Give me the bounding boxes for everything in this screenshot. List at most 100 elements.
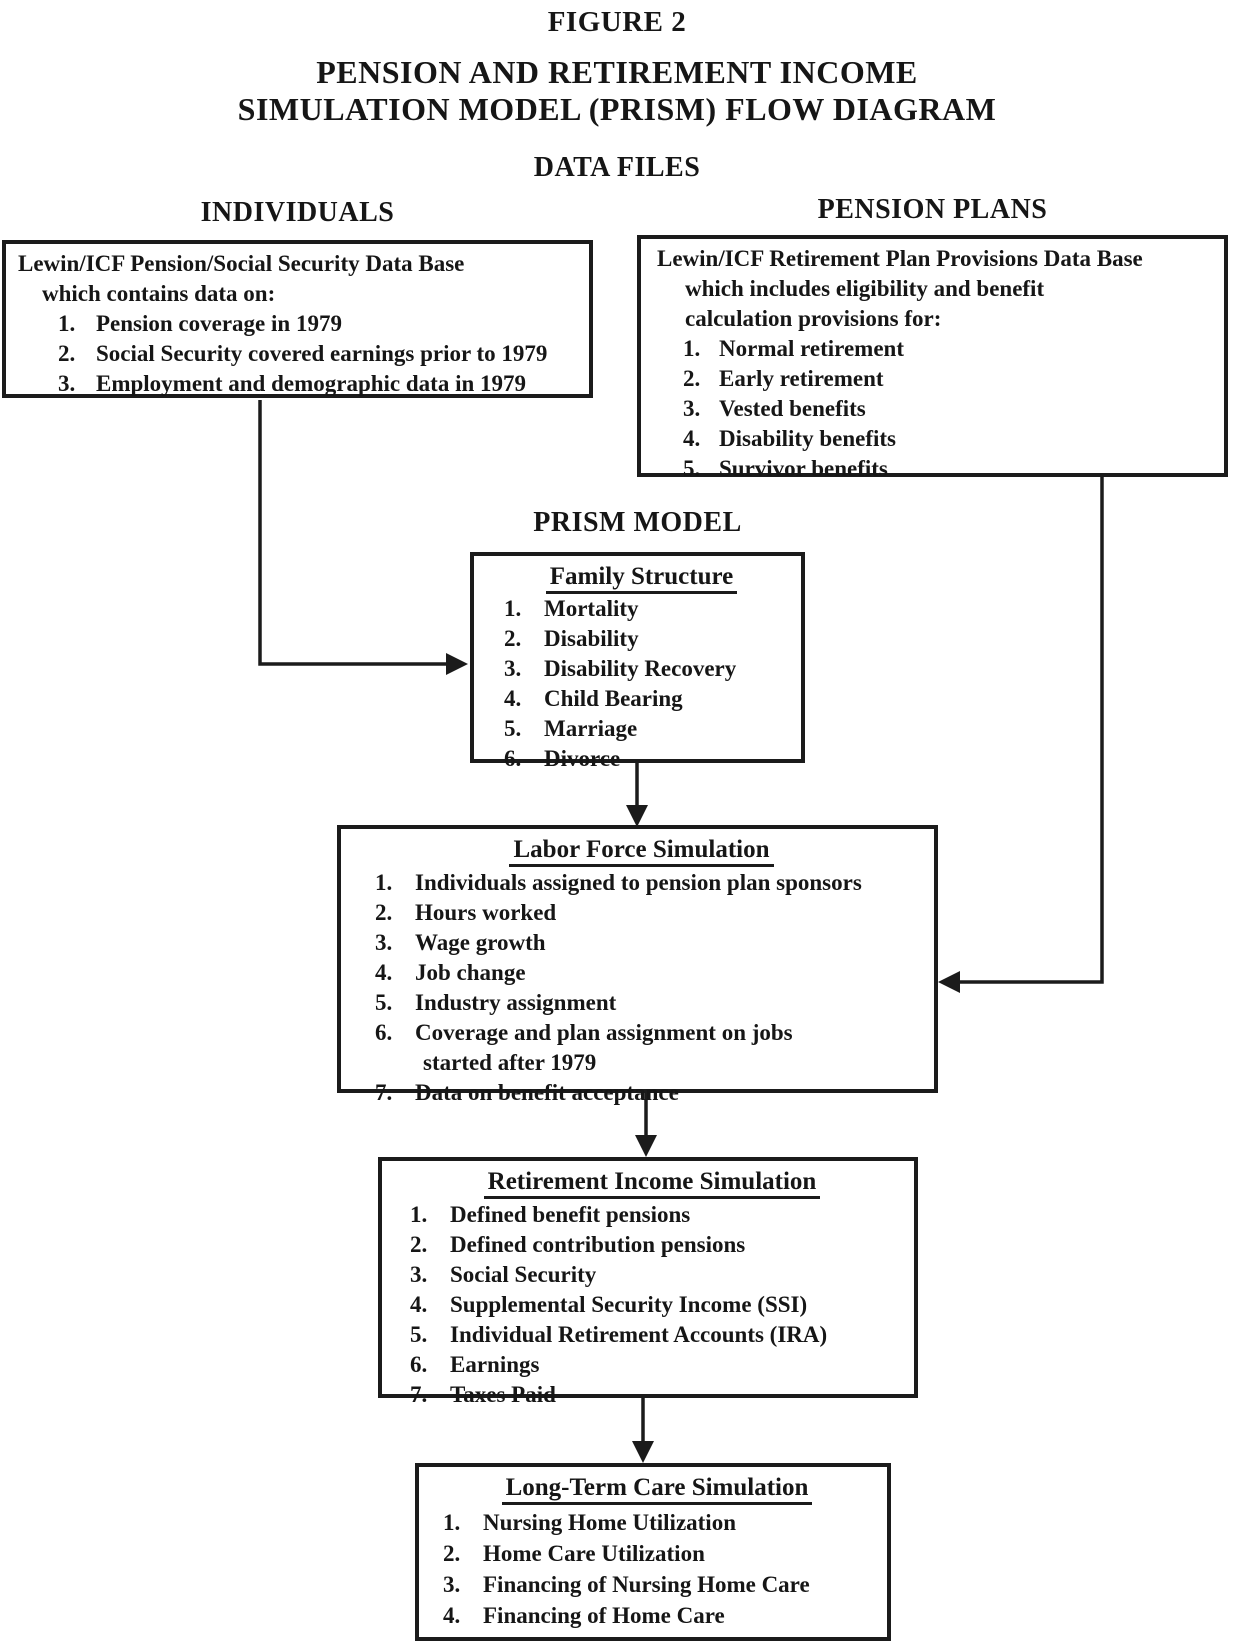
list-item: 4. Child Bearing bbox=[486, 684, 797, 714]
item-number: 4. bbox=[683, 426, 701, 451]
arrowhead-down-icon bbox=[626, 805, 648, 827]
item-number: 4. bbox=[410, 1292, 428, 1317]
list-item: 4.Job change bbox=[353, 958, 930, 988]
list-item-continuation: started after 1979 bbox=[423, 1050, 597, 1075]
item-number: 3. bbox=[504, 656, 522, 681]
list-item: 1. Nursing Home Utilization bbox=[431, 1507, 883, 1538]
pension-box-line2: which includes eligibility and benefit bbox=[685, 276, 1045, 301]
list-item: 2. Defined contribution pensions bbox=[394, 1230, 910, 1260]
item-number: 7. bbox=[375, 1080, 393, 1105]
item-text: Supplemental Security Income (SSI) bbox=[450, 1292, 808, 1317]
item-text: Job change bbox=[415, 960, 526, 985]
item-text: Employment and demographic data in 1979 bbox=[96, 371, 527, 396]
list-item: 3. Wage growth bbox=[353, 928, 930, 958]
box-title-text: Retirement Income Simulation bbox=[483, 1168, 821, 1199]
item-text: Normal retirement bbox=[719, 336, 904, 361]
item-text: Data on benefit acceptance bbox=[415, 1080, 679, 1105]
item-number: 1. bbox=[375, 870, 393, 895]
item-text: Taxes Paid bbox=[450, 1382, 556, 1407]
item-text: Social Security covered earnings prior t… bbox=[96, 341, 548, 366]
list-item: 4. Disability benefits bbox=[657, 424, 1220, 454]
list-item: 2. Hours worked bbox=[353, 898, 930, 928]
item-number: 2. bbox=[443, 1541, 461, 1566]
list-item: 5.Survivor benefits bbox=[657, 454, 1220, 484]
item-number: 3. bbox=[443, 1572, 461, 1597]
item-text: Survivor benefits bbox=[719, 456, 888, 481]
item-text: Coverage and plan assignment on jobs bbox=[415, 1020, 793, 1045]
item-text: Marriage bbox=[544, 716, 638, 741]
item-number: 7. bbox=[410, 1382, 428, 1407]
item-text: Defined benefit pensions bbox=[450, 1202, 691, 1227]
item-text: Child Bearing bbox=[544, 686, 683, 711]
item-text: Defined contribution pensions bbox=[450, 1232, 746, 1257]
pension-box-line3: calculation provisions for: bbox=[685, 306, 942, 331]
list-item: 5. Marriage bbox=[486, 714, 797, 744]
list-item: 5.Individual Retirement Accounts (IRA) bbox=[394, 1320, 910, 1350]
long-term-care-simulation-box: Long-Term Care Simulation 1. Nursing Home… bbox=[415, 1463, 891, 1641]
list-item: 6. Earnings bbox=[394, 1350, 910, 1380]
item-text: Social Security bbox=[450, 1262, 597, 1287]
item-number: 3. bbox=[410, 1262, 428, 1287]
list-item: 1. Pension coverage in 1979 bbox=[18, 309, 585, 339]
item-number: 2. bbox=[375, 900, 393, 925]
arrow-pension-to-labor bbox=[954, 477, 1104, 984]
list-item: 6.Divorce bbox=[486, 744, 797, 774]
item-text: Financing of Home Care bbox=[483, 1603, 725, 1628]
list-item: 3.Financing of Nursing Home Care bbox=[431, 1569, 883, 1600]
item-number: 6. bbox=[375, 1020, 393, 1045]
item-number: 6. bbox=[410, 1352, 428, 1377]
item-number: 3. bbox=[683, 396, 701, 421]
item-text: Disability benefits bbox=[719, 426, 896, 451]
item-text: Vested benefits bbox=[719, 396, 866, 421]
item-text: Disability Recovery bbox=[544, 656, 737, 681]
item-number: 6. bbox=[504, 746, 522, 771]
item-number: 5. bbox=[375, 990, 393, 1015]
long-term-care-title: Long-Term Care Simulation bbox=[431, 1472, 883, 1505]
item-text: Earnings bbox=[450, 1352, 540, 1377]
item-text: Early retirement bbox=[719, 366, 884, 391]
list-item: 4.Financing of Home Care bbox=[431, 1600, 883, 1631]
page-title-line1: PENSION AND RETIREMENT INCOME bbox=[316, 54, 918, 90]
list-item: 3. Social Security bbox=[394, 1260, 910, 1290]
item-number: 5. bbox=[504, 716, 522, 741]
list-item: 5. Industry assignment bbox=[353, 988, 930, 1018]
box-title-text: Long-Term Care Simulation bbox=[501, 1474, 813, 1505]
item-text: Hours worked bbox=[415, 900, 557, 925]
item-text: Nursing Home Utilization bbox=[483, 1510, 736, 1535]
list-item: 4. Supplemental Security Income (SSI) bbox=[394, 1290, 910, 1320]
arrowhead-left-icon bbox=[938, 971, 960, 993]
family-structure-title: Family Structure bbox=[486, 561, 797, 594]
item-number: 2. bbox=[504, 626, 522, 651]
list-item: 1.Defined benefit pensions bbox=[394, 1200, 910, 1230]
item-number: 3. bbox=[375, 930, 393, 955]
item-text: Wage growth bbox=[415, 930, 546, 955]
item-number: 1. bbox=[504, 596, 522, 621]
list-item: 7. Data on benefit acceptance bbox=[353, 1078, 930, 1108]
arrowhead-down-icon bbox=[635, 1135, 657, 1157]
list-item: 2. Home Care Utilization bbox=[431, 1538, 883, 1569]
prism-model-heading: PRISM MODEL bbox=[533, 507, 742, 538]
retirement-income-title: Retirement Income Simulation bbox=[394, 1166, 910, 1199]
item-number: 4. bbox=[504, 686, 522, 711]
item-number: 2. bbox=[410, 1232, 428, 1257]
item-number: 1. bbox=[443, 1510, 461, 1535]
figure-label: FIGURE 2 bbox=[547, 6, 687, 38]
item-number: 1. bbox=[58, 311, 76, 336]
item-text: Industry assignment bbox=[415, 990, 617, 1015]
box-title-text: Labor Force Simulation bbox=[509, 836, 774, 867]
individuals-heading: INDIVIDUALS bbox=[200, 197, 395, 228]
item-text: Home Care Utilization bbox=[483, 1541, 705, 1566]
list-item: 2. Social Security covered earnings prior… bbox=[18, 339, 585, 369]
item-text: Individual Retirement Accounts (IRA) bbox=[450, 1322, 828, 1347]
item-text: Pension coverage in 1979 bbox=[96, 311, 342, 336]
page-title-line2: SIMULATION MODEL (PRISM) FLOW DIAGRAM bbox=[237, 91, 997, 127]
item-number: 3. bbox=[58, 371, 76, 396]
item-number: 2. bbox=[58, 341, 76, 366]
list-item: 1.Individuals assigned to pension plan s… bbox=[353, 868, 930, 898]
arrowhead-down-icon bbox=[632, 1441, 654, 1463]
item-number: 2. bbox=[683, 366, 701, 391]
labor-force-title: Labor Force Simulation bbox=[353, 834, 930, 867]
pension-plans-heading: PENSION PLANS bbox=[817, 194, 1048, 225]
list-item: 2.Disability bbox=[486, 624, 797, 654]
